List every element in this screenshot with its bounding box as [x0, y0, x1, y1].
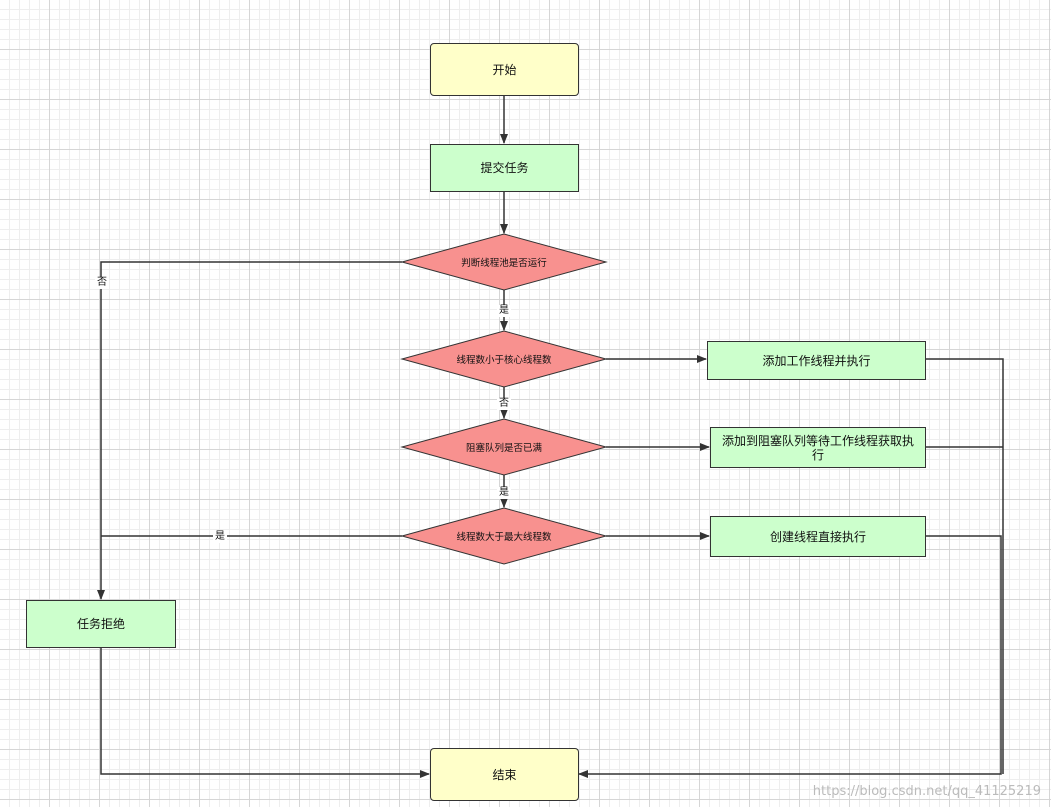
edge-addworker-end: [925, 358, 1004, 774]
edge-create-end: [578, 535, 1002, 778]
decision-running-shape[interactable]: [400, 233, 608, 291]
edge-label-queue-yes: 是: [497, 487, 511, 499]
decision-queue-shape[interactable]: [400, 418, 608, 476]
create-direct-node[interactable]: 创建线程直接执行: [710, 516, 926, 557]
reject-node[interactable]: 任务拒绝: [26, 600, 176, 648]
decision-core-shape[interactable]: [400, 330, 608, 388]
edge-running-reject: [97, 261, 402, 600]
submit-task-node[interactable]: 提交任务: [430, 144, 579, 192]
add-worker-node[interactable]: 添加工作线程并执行: [707, 341, 926, 380]
edge-label-running-yes: 是: [497, 305, 511, 317]
start-node[interactable]: 开始: [430, 43, 579, 96]
end-node[interactable]: 结束: [430, 748, 579, 801]
edge-reject-end: [100, 647, 430, 778]
edge-label-core-no: 否: [497, 398, 511, 410]
decision-max-shape[interactable]: [400, 507, 608, 565]
edge-label-running-no: 否: [95, 277, 109, 289]
watermark-text: https://blog.csdn.net/qq_41125219: [812, 784, 1041, 799]
add-queue-node[interactable]: 添加到阻塞队列等待工作线程获取执行: [710, 427, 926, 468]
edge-label-max-yes: 是: [213, 531, 227, 543]
